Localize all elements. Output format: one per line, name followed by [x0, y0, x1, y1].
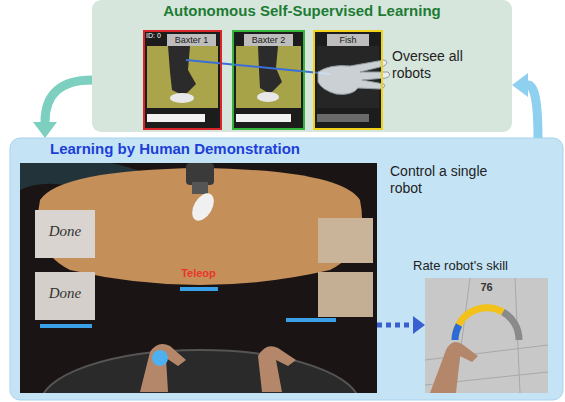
flow-arrow	[377, 316, 425, 334]
caption-text: Oversee all robots	[392, 48, 487, 82]
camera-panel: Baxter 1	[143, 30, 222, 130]
label-holder: Done	[35, 222, 95, 240]
rating-view: 76	[425, 278, 548, 393]
label-holder: ID: 0	[146, 31, 168, 40]
camera-panel: Fish	[313, 30, 383, 130]
label-holder: Done	[35, 284, 95, 302]
ghost-hand	[318, 60, 390, 94]
arrow-shaft	[377, 323, 413, 328]
arrow-shaft	[45, 80, 92, 122]
score-number: 76	[425, 278, 548, 294]
arrow-head	[512, 73, 528, 97]
flow-arrow	[512, 73, 538, 138]
learning-panel: Autonomous Self-Supervised LearningBaxte…	[92, 0, 512, 132]
arrow-shaft	[528, 85, 538, 138]
selection-line	[186, 60, 330, 74]
label-holder: Control a single robot	[390, 163, 505, 197]
card-text: Done	[35, 222, 95, 240]
panel-id: ID: 0	[146, 31, 168, 40]
label-holder: Oversee all robots	[392, 48, 487, 82]
caption-text: Rate robot's skill	[413, 258, 558, 274]
vr-scene	[20, 163, 377, 393]
vr-view: Teleop	[20, 163, 377, 393]
card-text: Done	[35, 284, 95, 302]
rating-view	[425, 278, 548, 393]
bottom-panel	[10, 138, 563, 400]
top-panel	[92, 0, 512, 132]
arrow-head	[413, 316, 425, 334]
camera-panel: Baxter 2	[232, 30, 305, 130]
panel-title: Learning by Human Demonstration	[10, 138, 563, 158]
flow-arrow	[33, 80, 92, 138]
arrow-head	[33, 122, 57, 138]
robot-name: Baxter 2	[244, 34, 293, 46]
caption-text: Control a single robot	[390, 163, 505, 197]
robot-name: Fish	[327, 34, 369, 46]
label-holder: Rate robot's skill	[413, 258, 558, 274]
mode-label: Teleop	[20, 163, 377, 280]
panel-title: Autonomous Self-Supervised Learning	[92, 0, 512, 20]
robot-name: Baxter 1	[167, 34, 216, 46]
